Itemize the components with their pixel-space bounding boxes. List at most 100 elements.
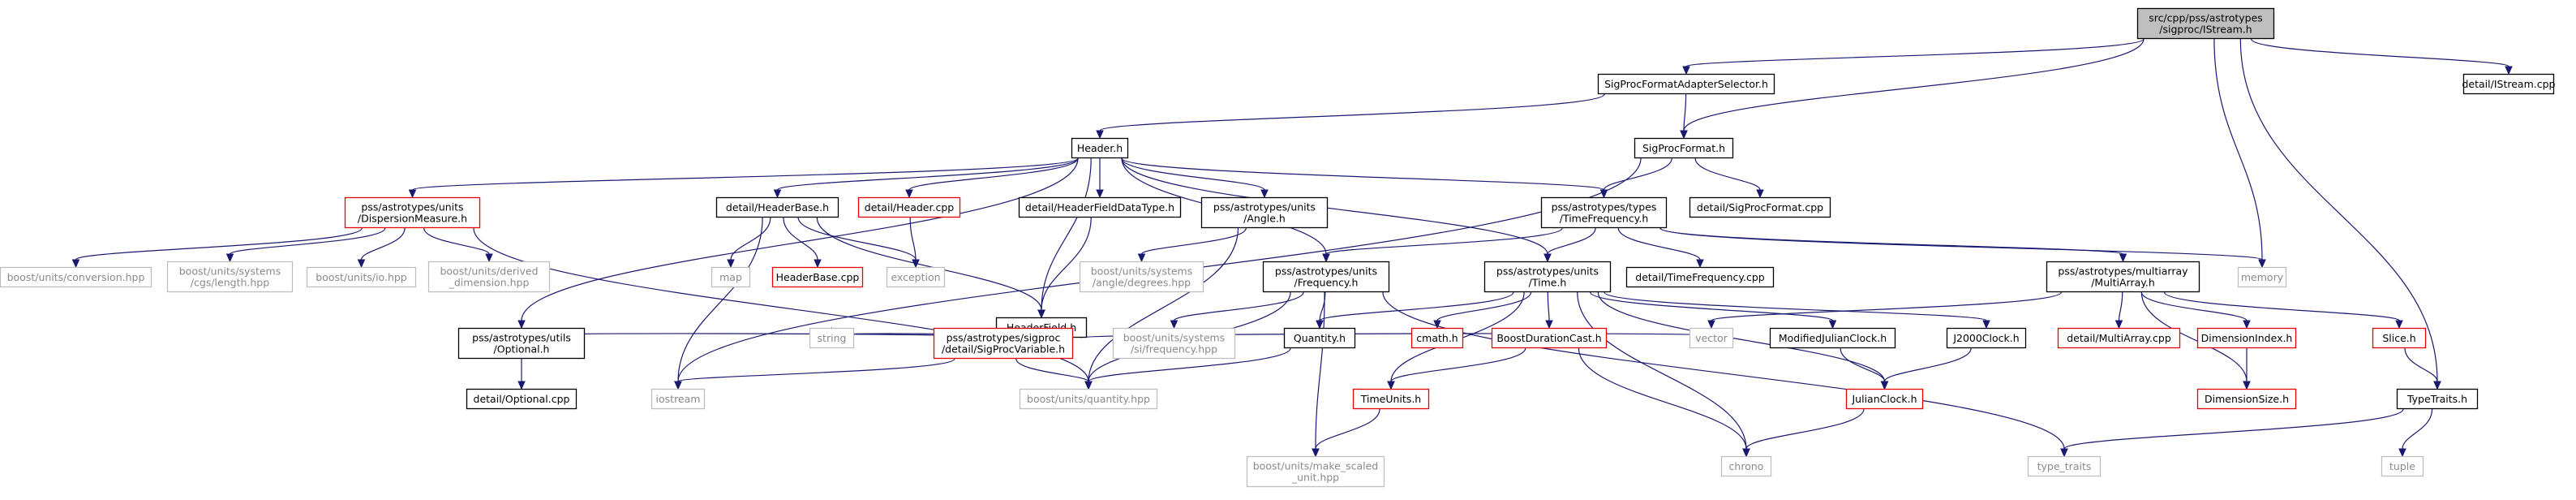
node-timeunits-h[interactable]: TimeUnits.h bbox=[1352, 388, 1430, 410]
edge-timefrequency_h-to-detail_timefrequency_cpp bbox=[1617, 227, 1704, 269]
node-header-h[interactable]: Header.h bbox=[1071, 137, 1129, 159]
node-j2000clock-h[interactable]: J2000Clock.h bbox=[1946, 327, 2027, 349]
node-box bbox=[2237, 266, 2287, 288]
edge-root-to-sigprocformatadapterselector bbox=[1682, 38, 2145, 75]
edge-header_h-to-optional_h bbox=[517, 157, 1079, 330]
node-root[interactable]: src/cpp/pss/astrotypes/sigproc/IStream.h bbox=[2136, 7, 2275, 40]
edge-multiarray_h-to-detail_multiarray_cpp bbox=[2114, 291, 2123, 330]
node-box bbox=[2396, 388, 2479, 410]
edge-timefrequency_h-to-time_h bbox=[1543, 227, 1596, 263]
edge-time_h-to-j2000clock_h bbox=[1604, 291, 1990, 330]
node-headerbase-cpp[interactable]: HeaderBase.cpp bbox=[771, 266, 864, 288]
node-label: TypeTraits.h bbox=[2406, 393, 2467, 405]
node-frequency-h[interactable]: pss/astrotypes/units/Frequency.h bbox=[1262, 261, 1390, 293]
edge-header_h-to-detail_header_cpp bbox=[905, 157, 1079, 199]
node-sigprocformatadapterselector[interactable]: SigProcFormatAdapterSelector.h bbox=[1597, 73, 1775, 95]
node-detail-headerbase-h[interactable]: detail/HeaderBase.h bbox=[715, 196, 839, 218]
node-time-h[interactable]: pss/astrotypes/units/Time.h bbox=[1483, 261, 1612, 293]
node-box bbox=[886, 266, 946, 288]
node-sigprocvariable-h[interactable]: pss/astrotypes/sigproc/detail/SigProcVar… bbox=[933, 327, 1074, 360]
node-detail-timefrequency-cpp[interactable]: detail/TimeFrequency.cpp bbox=[1625, 266, 1775, 288]
edge-time_h-to-boostdurationcast_h bbox=[1545, 291, 1553, 330]
node-sigprocformat-h[interactable]: SigProcFormat.h bbox=[1634, 137, 1734, 159]
node-label: /sigproc/IStream.h bbox=[2159, 24, 2252, 36]
edge-dimensionindex_h-to-dimensionsize_h bbox=[2243, 347, 2251, 390]
node-detail-header-cpp[interactable]: detail/Header.cpp bbox=[857, 196, 961, 218]
node-label: detail/HeaderBase.h bbox=[726, 201, 829, 213]
edge-header_h-to-angle_h bbox=[1121, 157, 1269, 199]
node-timefrequency-h[interactable]: pss/astrotypes/types/TimeFrequency.h bbox=[1540, 196, 1668, 229]
node-julianclock-h[interactable]: JulianClock.h bbox=[1845, 388, 1924, 410]
node-box bbox=[427, 261, 551, 293]
node-detail-headerfielddatatype-h[interactable]: detail/HeaderFieldDataType.h bbox=[1018, 196, 1182, 218]
edge-multiarray_h-to-slice_h bbox=[2163, 291, 2403, 330]
node-box bbox=[1019, 388, 1158, 410]
edge-typetraits_h-to-type_traits bbox=[2060, 408, 2404, 458]
node-label: detail/SigProcFormat.cpp bbox=[1697, 201, 1823, 213]
edge-detail_headerbase_h-to-headerbase_cpp bbox=[783, 217, 822, 269]
node-box bbox=[2046, 261, 2200, 293]
node-label: pss/astrotypes/units bbox=[1213, 201, 1316, 213]
node-optional-h[interactable]: pss/astrotypes/utils/Optional.h bbox=[457, 327, 586, 360]
node-boost-si-frequency: boost/units/systems/si/frequency.hpp bbox=[1112, 327, 1236, 360]
node-dimensionsize-h[interactable]: DimensionSize.h bbox=[2196, 388, 2297, 410]
node-boostdurationcast-h[interactable]: BoostDurationCast.h bbox=[1491, 327, 1608, 349]
node-typetraits-h[interactable]: TypeTraits.h bbox=[2396, 388, 2479, 410]
node-dispersionmeasure-h[interactable]: pss/astrotypes/units/DispersionMeasure.h bbox=[344, 196, 481, 229]
edge-quantity_h-to-boost_quantity bbox=[1084, 347, 1291, 390]
edge-timeunits_h-to-boost_make_scaled_unit bbox=[1312, 408, 1380, 458]
node-label: detail/IStream.cpp bbox=[2462, 78, 2556, 90]
node-box bbox=[166, 261, 294, 293]
node-boost-derived-dimension: boost/units/derived_dimension.hpp bbox=[427, 261, 551, 293]
node-detail-optional-cpp[interactable]: detail/Optional.cpp bbox=[466, 388, 577, 410]
edge-boostdurationcast_h-to-timeunits_h bbox=[1387, 347, 1526, 390]
node-label: detail/TimeFrequency.cpp bbox=[1635, 271, 1765, 283]
node-quantity-h[interactable]: Quantity.h bbox=[1283, 327, 1356, 349]
node-detail-multiarray-cpp[interactable]: detail/MultiArray.cpp bbox=[2057, 327, 2181, 349]
node-label: J2000Clock.h bbox=[1952, 332, 2019, 344]
node-detail-istream-cpp[interactable]: detail/IStream.cpp bbox=[2462, 73, 2556, 95]
node-label: boost/units/conversion.hpp bbox=[7, 271, 145, 283]
node-slice-h[interactable]: Slice.h bbox=[2372, 327, 2427, 349]
edge-header_h-to-headerfield_h bbox=[1037, 157, 1092, 319]
node-label: map bbox=[719, 271, 742, 283]
node-label: detail/HeaderFieldDataType.h bbox=[1025, 201, 1174, 213]
node-label: pss/astrotypes/units bbox=[1496, 265, 1599, 278]
node-modifiedjulianclock-h[interactable]: ModifiedJulianClock.h bbox=[1769, 327, 1896, 349]
edge-header_h-to-detail_headerbase_h bbox=[773, 157, 1079, 199]
node-label: SigProcFormatAdapterSelector.h bbox=[1604, 78, 1768, 90]
node-box bbox=[1352, 388, 1430, 410]
node-box bbox=[1283, 327, 1356, 349]
edge-boostdurationcast_h-to-chrono bbox=[1578, 347, 1750, 458]
node-vector: vector bbox=[1689, 327, 1734, 349]
node-dimensionindex-h[interactable]: DimensionIndex.h bbox=[2196, 327, 2297, 349]
node-box bbox=[1625, 266, 1775, 288]
node-label: boost/units/systems bbox=[1123, 332, 1226, 344]
node-tuple: tuple bbox=[2381, 455, 2424, 477]
node-label: /Angle.h bbox=[1243, 213, 1286, 225]
node-angle-h[interactable]: pss/astrotypes/units/Angle.h bbox=[1200, 196, 1329, 229]
node-box bbox=[2462, 73, 2555, 95]
node-label: Quantity.h bbox=[1294, 332, 1346, 344]
edge-root-to-memory bbox=[2213, 38, 2266, 269]
node-box bbox=[1071, 137, 1129, 159]
node-box bbox=[2136, 7, 2275, 40]
node-label: BoostDurationCast.h bbox=[1496, 332, 1601, 344]
node-box bbox=[1246, 455, 1385, 488]
node-box bbox=[1018, 196, 1182, 218]
node-box bbox=[2027, 455, 2102, 477]
node-cmath-h[interactable]: cmath.h bbox=[1410, 327, 1464, 349]
edge-dispersionmeasure_h-to-boost_derived_dimension bbox=[423, 227, 493, 263]
edge-header_h-to-time_h bbox=[1121, 157, 1552, 263]
node-box bbox=[1079, 261, 1204, 293]
node-label: _unit.hpp bbox=[1291, 472, 1339, 484]
node-detail-sigprocformat-cpp[interactable]: detail/SigProcFormat.cpp bbox=[1689, 196, 1831, 218]
node-label: src/cpp/pss/astrotypes bbox=[2149, 12, 2263, 24]
node-label: cmath.h bbox=[1416, 332, 1458, 344]
node-box bbox=[1720, 455, 1772, 477]
node-label: JulianClock.h bbox=[1852, 393, 1917, 405]
node-box bbox=[2372, 327, 2427, 349]
node-multiarray-h[interactable]: pss/astrotypes/multiarray/MultiArray.h bbox=[2046, 261, 2200, 293]
node-box bbox=[457, 327, 586, 360]
edge-frequency_h-to-boost_si_frequency bbox=[1170, 291, 1304, 330]
